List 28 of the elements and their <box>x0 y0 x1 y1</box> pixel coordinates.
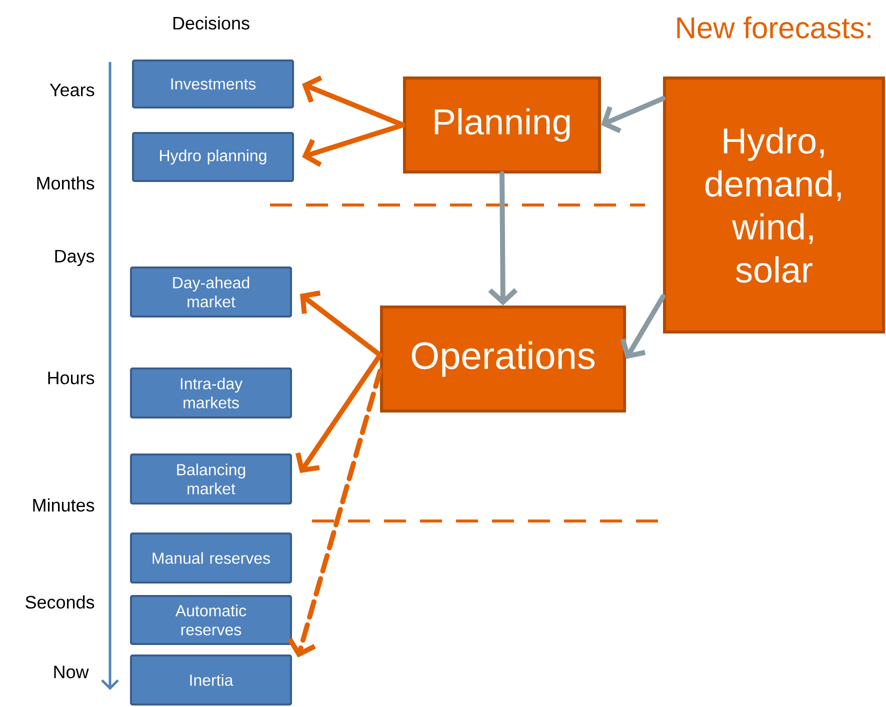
time-label: Days <box>55 250 94 266</box>
decision-box: Investments <box>132 60 294 108</box>
arrow <box>295 352 382 473</box>
time-label: Minutes <box>33 498 94 512</box>
decision-box: Balancing market <box>130 454 292 504</box>
arrow <box>620 294 666 359</box>
decision-box: Manual reserves <box>130 532 292 584</box>
time-label: Years <box>50 84 94 96</box>
arrow <box>601 96 666 134</box>
arrow <box>288 368 382 658</box>
column-heading: Decisions <box>173 16 250 30</box>
heading: New forecasts: <box>677 16 870 38</box>
process-box: Operations <box>380 306 626 412</box>
decision-box: Automatic reserves <box>130 595 292 645</box>
time-label: Months <box>37 176 94 190</box>
process-box: Planning <box>403 76 601 174</box>
decision-box: Hydro planning <box>132 132 294 182</box>
process-box: Hydro, demand, wind, solar <box>663 76 885 334</box>
decision-box: Intra-day markets <box>130 368 292 418</box>
decision-box: Day-ahead market <box>130 266 292 318</box>
arrow <box>302 122 406 167</box>
time-label: Seconds <box>26 595 94 609</box>
time-label: Hours <box>48 372 94 384</box>
time-label: Now <box>54 666 89 678</box>
arrow <box>300 290 382 358</box>
arrow <box>488 171 518 306</box>
decision-box: Inertia <box>130 654 292 706</box>
arrow <box>302 75 406 128</box>
